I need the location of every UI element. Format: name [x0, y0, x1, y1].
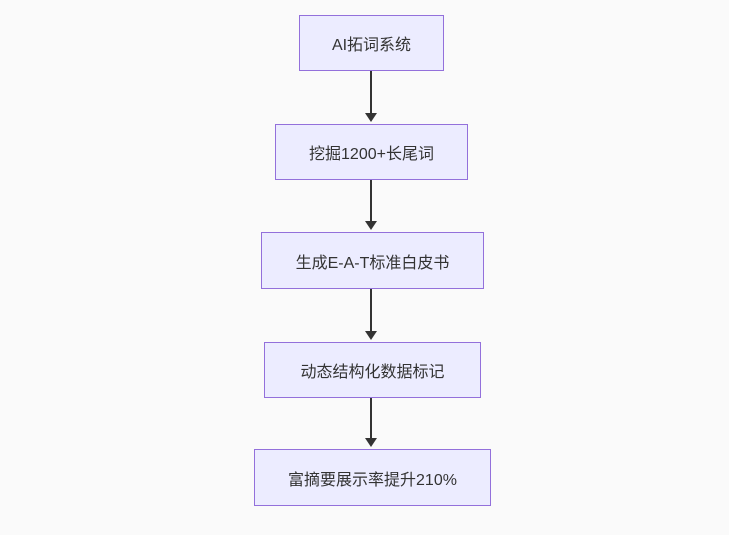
- flow-arrow-4: [364, 398, 378, 447]
- arrowhead-down-icon: [365, 113, 377, 122]
- flow-node-label: 动态结构化数据标记: [300, 364, 445, 381]
- arrowhead-down-icon: [365, 438, 377, 447]
- flow-node-label: 生成E-A-T标准白皮书: [295, 254, 450, 272]
- arrow-line: [370, 71, 372, 113]
- flow-node-rich-snippet-rate: 富摘要展示率提升210%: [254, 449, 491, 506]
- flow-node-longtail-mining: 挖掘1200+长尾词: [275, 124, 468, 180]
- arrowhead-down-icon: [365, 221, 377, 230]
- flow-node-ai-keyword-system: AI拓词系统: [299, 15, 444, 71]
- arrow-line: [370, 398, 372, 438]
- flow-node-label: 挖掘1200+长尾词: [309, 146, 434, 163]
- flow-arrow-3: [364, 289, 378, 340]
- flow-arrow-1: [364, 71, 378, 122]
- flow-arrow-2: [364, 180, 378, 230]
- arrow-line: [370, 180, 372, 221]
- flow-node-structured-data-markup: 动态结构化数据标记: [264, 342, 481, 398]
- flow-node-label: 富摘要展示率提升210%: [288, 471, 457, 489]
- flow-node-label: AI拓词系统: [331, 37, 412, 54]
- arrow-line: [370, 289, 372, 331]
- arrowhead-down-icon: [365, 331, 377, 340]
- flow-node-eat-whitepaper: 生成E-A-T标准白皮书: [261, 232, 484, 289]
